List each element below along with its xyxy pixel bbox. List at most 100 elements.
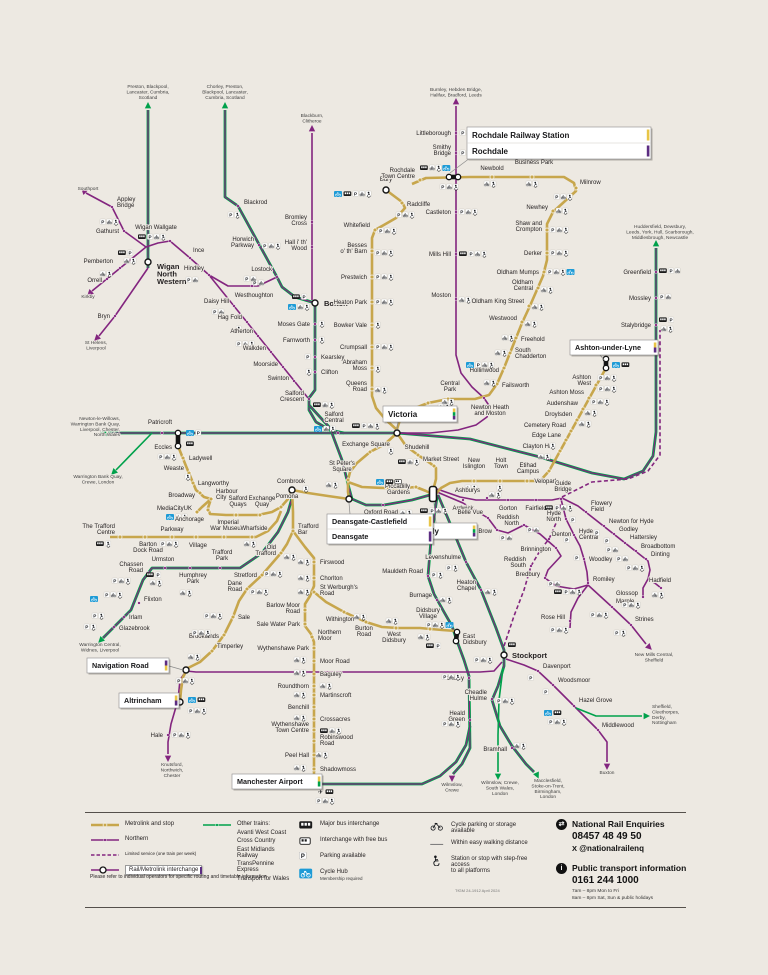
svg-text:Woodsmoor: Woodsmoor — [558, 678, 590, 684]
svg-text:Middlewood: Middlewood — [602, 723, 634, 729]
c-icon — [483, 379, 490, 386]
line-arrow — [533, 771, 539, 779]
svg-text:Atherton: Atherton — [230, 329, 253, 335]
P-icon: P — [605, 546, 612, 553]
a-icon — [335, 727, 342, 735]
c-icon — [417, 633, 424, 640]
legend-top-rule — [85, 812, 686, 813]
svg-text:P: P — [477, 363, 480, 368]
P-icon: P — [603, 537, 610, 544]
station-ashton-moss: Ashton Moss — [548, 389, 592, 401]
line-arrow — [448, 775, 456, 782]
P-icon: P — [668, 267, 674, 274]
svg-text:Blackrod: Blackrod — [244, 200, 267, 206]
legend-swatch — [91, 838, 119, 842]
a-icon — [300, 669, 307, 677]
station-benchill: Benchill — [287, 704, 317, 712]
station-parkway: Parkway — [159, 526, 185, 540]
station-roundthorn: Roundthorn — [277, 683, 317, 691]
a-icon — [374, 365, 381, 373]
c-icon — [179, 589, 186, 596]
svg-text:Shudehill: Shudehill — [405, 445, 430, 451]
a-icon — [442, 507, 448, 515]
x-icon: X — [572, 844, 578, 853]
station-baguley: Baguley — [311, 671, 343, 679]
a-icon — [326, 682, 333, 690]
a-icon — [446, 596, 453, 604]
P-icon: P — [621, 601, 628, 608]
svg-text:Strines: Strines — [635, 617, 654, 623]
a-icon — [490, 180, 497, 188]
svg-text:Denton: Denton — [552, 532, 571, 538]
a-icon — [603, 398, 610, 406]
line-wallgate-link — [145, 240, 309, 399]
P-icon: P — [91, 612, 98, 619]
legend-label: Cycle parking or storage available — [451, 822, 517, 834]
svg-text:Droylsden: Droylsden — [545, 412, 572, 418]
station-edge-lane: Edge Lane — [531, 432, 569, 443]
svg-text:Hindley: Hindley — [184, 266, 204, 272]
a-icon — [300, 714, 307, 722]
svg-text:Sale Water Park: Sale Water Park — [257, 622, 301, 628]
a-icon — [452, 564, 459, 572]
bus-icon — [292, 294, 300, 299]
station-newhey: Newhey — [525, 204, 556, 214]
line-trafford-line — [110, 510, 283, 539]
svg-text:Manchester Airport: Manchester Airport — [237, 777, 303, 786]
c-icon — [293, 656, 300, 663]
c-icon — [556, 249, 563, 256]
svg-text:Eccles: Eccles — [154, 445, 172, 451]
hub-icon — [442, 165, 451, 171]
station-hall-i-th-wood: Hall i' th'Wood — [284, 239, 314, 253]
a-icon — [471, 208, 478, 216]
station-gathurst: Gathurst — [95, 228, 126, 236]
P-icon: P — [425, 621, 432, 628]
destination-huddersfield-dewsbury: Huddersfield, Dewsbury,Leeds, York, Hull… — [625, 223, 694, 241]
station-newton-for-hyde: Newton for Hyde — [602, 518, 655, 528]
station-farnworth: Farnworth — [282, 337, 317, 345]
station-bowker-vale: Bowker Vale — [333, 322, 375, 330]
c-icon — [502, 697, 509, 704]
P-icon: P — [563, 536, 570, 543]
svg-text:Ince: Ince — [193, 248, 205, 254]
P-icon: P — [249, 588, 256, 595]
svg-text:P: P — [591, 613, 594, 618]
legend-item-interchange-with-free-bus: Interchange with free bus — [299, 836, 409, 847]
station-bredbury: Bredbury — [515, 571, 547, 580]
c-icon — [166, 540, 173, 547]
svg-text:P: P — [461, 131, 464, 136]
station-castleton: Castleton — [425, 209, 458, 217]
svg-text:P: P — [470, 252, 473, 257]
svg-text:Farnworth: Farnworth — [283, 338, 310, 344]
station-glazebrook: Glazebrook — [112, 625, 152, 633]
svg-text:Walkden: Walkden — [243, 346, 266, 352]
c-icon — [164, 453, 171, 460]
a-icon — [172, 540, 179, 548]
c-icon — [540, 286, 547, 293]
svg-text:Burnley, Hebden Bridge,Halifax: Burnley, Hebden Bridge,Halifax, Bradford… — [430, 87, 482, 98]
bus-icon — [186, 441, 194, 446]
line-arrow — [221, 102, 229, 109]
c-icon — [256, 588, 263, 595]
a-icon — [481, 250, 487, 258]
svg-text:Cemetery Road: Cemetery Road — [524, 423, 566, 429]
svg-text:P: P — [551, 228, 554, 233]
svg-text:Sale: Sale — [238, 615, 251, 621]
c-icon — [513, 742, 520, 749]
svg-text:Moston: Moston — [431, 293, 451, 299]
a-icon — [566, 193, 573, 201]
legend-item-within-easy-walking-distance: Within easy walking distance — [430, 839, 540, 850]
svg-text:P: P — [431, 509, 434, 514]
c-icon — [353, 613, 360, 620]
